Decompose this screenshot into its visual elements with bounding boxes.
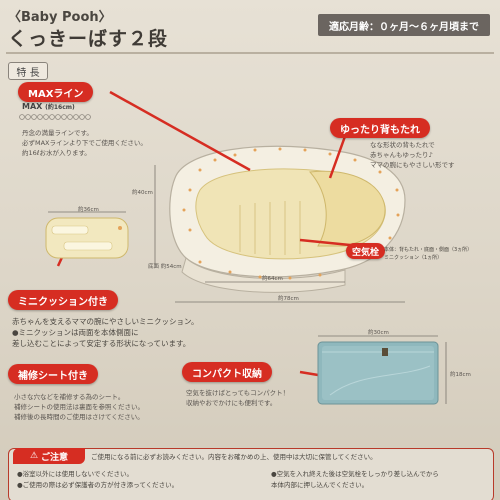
brand-name: 〈Baby Pooh〉 — [8, 10, 112, 25]
dim-cushion: 約36cm — [78, 207, 99, 213]
air-valve-desc: 本体：背もたれ・底面・側面（3ヵ所） ミニクッション（1ヵ所） — [384, 247, 473, 261]
caution-right: ●空気を入れ終えた後は空気栓をしっかり差し込んでから 本体内部に押し込んでくださ… — [271, 470, 439, 489]
warning-icon: ⚠ — [29, 451, 39, 461]
callout-max-line — [109, 90, 251, 172]
repair-sheet-desc: 小さな穴などを補修する為のシート。 補修シートの使用法は裏面を参照ください。 補… — [14, 393, 144, 421]
product-title: くっきーばす２段 — [8, 28, 169, 50]
dim-width-outer: 約78cm — [278, 296, 299, 302]
package-illustration — [317, 341, 439, 405]
dim-package-h: 約18cm — [450, 372, 471, 378]
age-range-badge: 適応月齢：０ヶ月～６ヶ月頃まで — [318, 14, 490, 36]
max-tag-note: (約16cm) — [45, 104, 75, 111]
max-line-desc: 丹念の満量ラインです。 必ずMAXラインより下でご使用ください。 約16ℓお水が… — [22, 129, 147, 157]
air-valve-label: 空気栓 — [346, 243, 386, 259]
dim-bottom: 底面 約54cm — [148, 264, 182, 270]
features-tab: 特 長 — [8, 62, 48, 80]
mini-cushion-desc: 赤ちゃんを支えるママの腕にやさしいミニクッション。 ●ミニクッションは両面を本体… — [12, 317, 199, 348]
tub-backrest — [308, 170, 386, 247]
backrest-desc: なな形状の背もたれで 赤ちゃんもゆったり♪ ママの腕にもやさしい形です — [370, 141, 455, 169]
dim-height: 約40cm — [132, 190, 153, 196]
caution-box: ⚠ ご注意 ご使用になる前に必ずお読みください。内容をお確かめの上、使用中は大切… — [8, 448, 494, 500]
dim-width-inner: 約64cm — [262, 276, 283, 282]
max-tag-text: MAX — [22, 102, 43, 111]
compact-desc: 空気を抜けばとってもコンパクト！ 収納やおでかけにも便利です。 — [186, 389, 290, 407]
mini-cushion-illustration — [45, 217, 129, 259]
caution-intro: ご使用になる前に必ずお読みください。内容をお確かめの上、使用中は大切に保管してく… — [91, 453, 377, 461]
repair-sheet-label: 補修シート付き — [8, 364, 98, 384]
tub-base — [181, 257, 346, 293]
compact-label: コンパクト収納 — [182, 362, 272, 382]
backrest-label: ゆったり背もたれ — [330, 118, 430, 138]
dim-package-w: 約30cm — [368, 330, 389, 336]
max-tag: MAX (約16cm) — [22, 102, 75, 111]
max-line-beads — [19, 114, 91, 120]
header-divider — [6, 52, 494, 54]
caution-label: ⚠ ご注意 — [13, 448, 85, 464]
caution-left: ●浴室以外には使用しないでください。 ●ご使用の際は必ず保護者の方が付き添ってく… — [17, 470, 179, 489]
max-line-label: MAXライン — [18, 82, 94, 102]
mini-cushion-label: ミニクッション付き — [8, 290, 118, 310]
